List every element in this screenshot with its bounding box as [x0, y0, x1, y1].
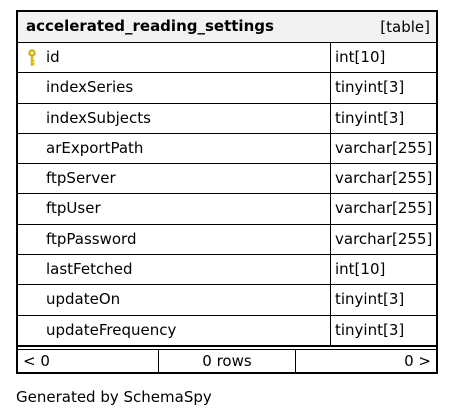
column-row: arExportPath varchar[255] [18, 132, 436, 164]
column-row: ftpPassword varchar[255] [18, 223, 436, 255]
column-name: ftpServer [46, 169, 116, 188]
column-name: id [46, 48, 60, 66]
column-type: tinyint[3] [335, 290, 405, 309]
column-row: indexSubjects tinyint[3] [18, 102, 436, 133]
column-name: arExportPath [46, 138, 144, 157]
column-row: ftpUser varchar[255] [18, 193, 436, 224]
column-type: tinyint[3] [335, 320, 405, 339]
column-type: varchar[255] [335, 199, 433, 218]
key-icon [28, 49, 36, 66]
column-name: lastFetched [46, 260, 133, 279]
column-name: indexSeries [46, 78, 134, 97]
table-header: accelerated_reading_settings [table] [18, 12, 436, 43]
column-type: varchar[255] [335, 229, 433, 248]
table-entity: accelerated_reading_settings [table] id … [16, 10, 438, 374]
column-row: lastFetched int[10] [18, 254, 436, 285]
parents-count: < 0 [23, 351, 50, 370]
row-count: 0 rows [158, 349, 294, 372]
table-footer: < 0 0 rows 0 > [18, 348, 436, 372]
column-name: updateOn [46, 290, 121, 309]
column-name: updateFrequency [46, 320, 177, 339]
column-name: indexSubjects [46, 108, 151, 127]
column-type: int[10] [335, 260, 386, 279]
column-row: updateFrequency tinyint[3] [18, 314, 436, 345]
generated-by-label: Generated by SchemaSpy [16, 388, 212, 406]
column-name: ftpUser [46, 199, 101, 218]
column-type: varchar[255] [335, 138, 433, 157]
table-name: accelerated_reading_settings [26, 17, 274, 35]
column-row: indexSeries tinyint[3] [18, 72, 436, 103]
column-row: ftpServer varchar[255] [18, 163, 436, 194]
column-type: varchar[255] [335, 169, 433, 188]
column-type: tinyint[3] [335, 108, 405, 127]
column-row: updateOn tinyint[3] [18, 284, 436, 315]
column-type: tinyint[3] [335, 78, 405, 97]
column-list: id int[10] indexSeries tinyint[3] indexS… [18, 43, 436, 347]
children-count: 0 > [294, 349, 436, 372]
column-type: int[10] [335, 48, 386, 66]
column-row: id int[10] [18, 43, 436, 73]
table-type-label: [table] [380, 18, 430, 36]
column-name: ftpPassword [46, 229, 137, 248]
